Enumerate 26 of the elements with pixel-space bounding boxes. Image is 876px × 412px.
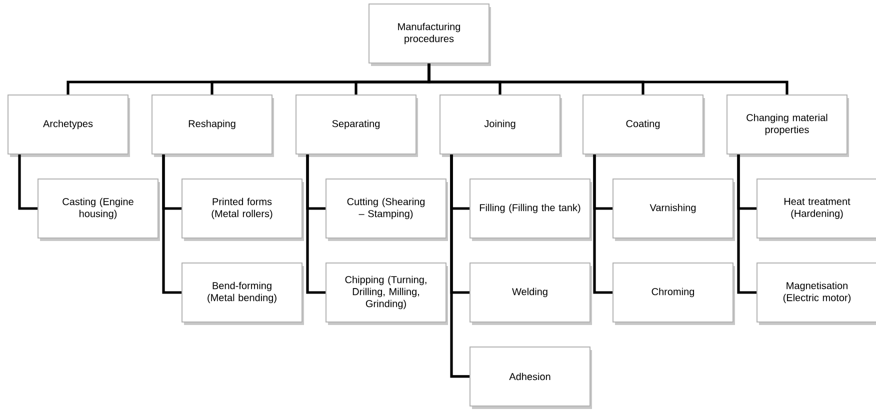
connector-line	[306, 154, 326, 294]
process-box: Casting (Engine housing)	[38, 178, 160, 241]
process-box: Separating	[296, 94, 418, 157]
connector-line	[737, 154, 756, 294]
process-box: Cutting (Shearing – Stamping)	[326, 178, 448, 241]
process-box: Joining	[440, 94, 562, 157]
process-box: Chipping (Turning, Drilling, Milling, Grinding)	[326, 262, 448, 325]
connector-line	[428, 64, 788, 94]
connector-line	[450, 154, 470, 378]
process-box: Magnetisation (Electric motor)	[756, 262, 876, 325]
connector-line	[162, 154, 182, 294]
process-box: Welding	[470, 262, 592, 325]
process-box: Varnishing	[612, 178, 735, 241]
process-box: Reshaping	[152, 94, 274, 157]
process-box: Bend-forming (Metal bending)	[182, 262, 304, 325]
connector-line	[18, 154, 38, 210]
process-box: Archetypes	[8, 94, 130, 157]
process-box: Printed forms (Metal rollers)	[182, 178, 304, 241]
process-box: Heat treatment (Hardening)	[756, 178, 876, 241]
process-box: Changing material properties	[726, 94, 849, 157]
process-box: Coating	[582, 94, 705, 157]
connector-line	[593, 154, 612, 294]
process-box: Manufacturing procedures	[368, 4, 491, 66]
process-box: Chroming	[612, 262, 735, 325]
process-box: Adhesion	[470, 346, 592, 409]
process-box: Filling (Filling the tank)	[470, 178, 592, 241]
